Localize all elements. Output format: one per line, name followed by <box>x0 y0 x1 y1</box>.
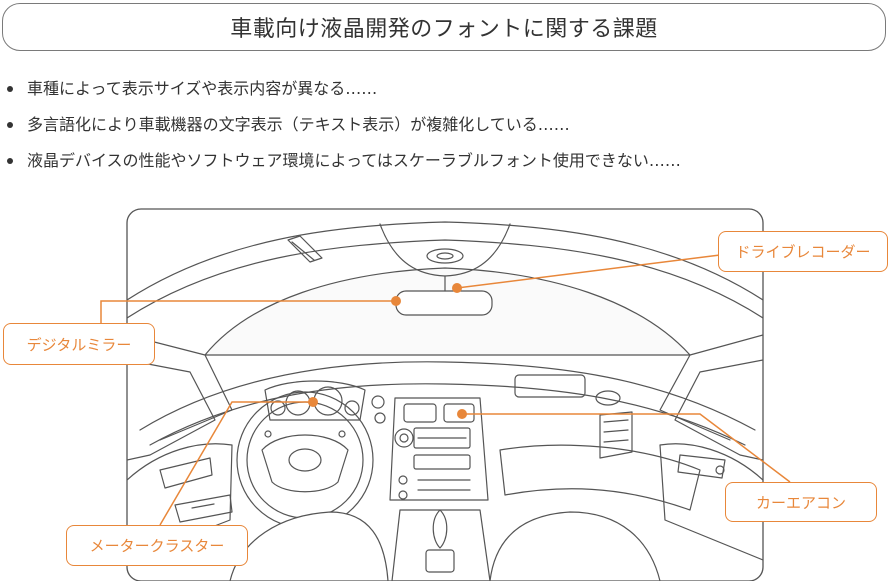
dome-light <box>426 248 464 264</box>
passenger-seat <box>489 511 661 581</box>
bullet-icon <box>7 158 13 164</box>
right-air-vent <box>599 411 633 459</box>
callout-digital-mirror: デジタルミラー <box>3 323 155 365</box>
callout-car-aircon: カーエアコン <box>725 482 877 522</box>
drive-recorder-leader <box>456 254 721 289</box>
digital-mirror-marker <box>391 296 401 306</box>
left-door-panel <box>127 443 233 561</box>
ceiling-grab-handle <box>287 235 323 263</box>
drive-recorder-marker <box>452 283 462 293</box>
driver-seat <box>229 511 389 581</box>
horn-pad <box>288 448 322 472</box>
callout-drive-recorder: ドライブレコーダー <box>718 231 888 272</box>
illustration-frame <box>126 208 764 581</box>
digital-mirror-leader <box>100 300 396 323</box>
list-item: 多言語化により車載機器の文字表示（テキスト表示）が複雑化している…… <box>0 110 890 146</box>
callout-meter-cluster: メータークラスター <box>66 525 248 566</box>
instrument-cluster-hood <box>264 380 366 421</box>
list-item-text: 液晶デバイスの性能やソフトウェア環境によってはスケーラブルフォント使用できない…… <box>27 151 681 170</box>
aircon-marker <box>457 409 467 419</box>
list-item-text: 車種によって表示サイズや表示内容が異なる…… <box>27 79 378 98</box>
rear-view-mirror <box>395 290 493 316</box>
dashboard-top <box>139 361 756 431</box>
issue-list: 車種によって表示サイズや表示内容が異なる…… 多言語化により車載機器の文字表示（… <box>0 74 890 182</box>
left-a-pillar <box>127 334 233 441</box>
page-title: 車載向け液晶開発のフォントに関する課題 <box>2 3 886 51</box>
bullet-icon <box>7 122 13 128</box>
right-door-panel <box>659 443 763 561</box>
center-stack <box>389 397 489 501</box>
tweeter-speaker <box>595 390 621 406</box>
climate-panel <box>413 454 471 470</box>
right-a-pillar <box>659 334 763 441</box>
dash-display-hood <box>514 374 586 398</box>
left-side-window <box>127 359 216 461</box>
head-unit <box>413 427 471 449</box>
volume-knob <box>394 428 414 448</box>
center-console <box>391 509 491 581</box>
window-switch-panel <box>174 494 233 523</box>
list-item: 車種によって表示サイズや表示内容が異なる…… <box>0 74 890 110</box>
gear-shifter <box>432 509 448 549</box>
dome-light-inner <box>436 252 454 260</box>
meter-cluster-leader <box>159 401 313 526</box>
aircon-leader <box>462 413 791 483</box>
bullet-icon <box>7 86 13 92</box>
list-item: 液晶デバイスの性能やソフトウェア環境によってはスケーラブルフォント使用できない…… <box>0 146 890 182</box>
center-vent-right <box>443 403 475 423</box>
steering-wheel-hub <box>261 434 349 493</box>
list-item-text: 多言語化により車載機器の文字表示（テキスト表示）が複雑化している…… <box>27 115 570 134</box>
roof-line <box>127 221 763 301</box>
glove-box <box>499 444 701 511</box>
right-side-window <box>674 359 763 461</box>
center-vent-left <box>403 403 437 423</box>
roof-inner-line <box>127 239 763 319</box>
left-door-handle <box>159 457 213 489</box>
meter-cluster-marker <box>308 397 318 407</box>
